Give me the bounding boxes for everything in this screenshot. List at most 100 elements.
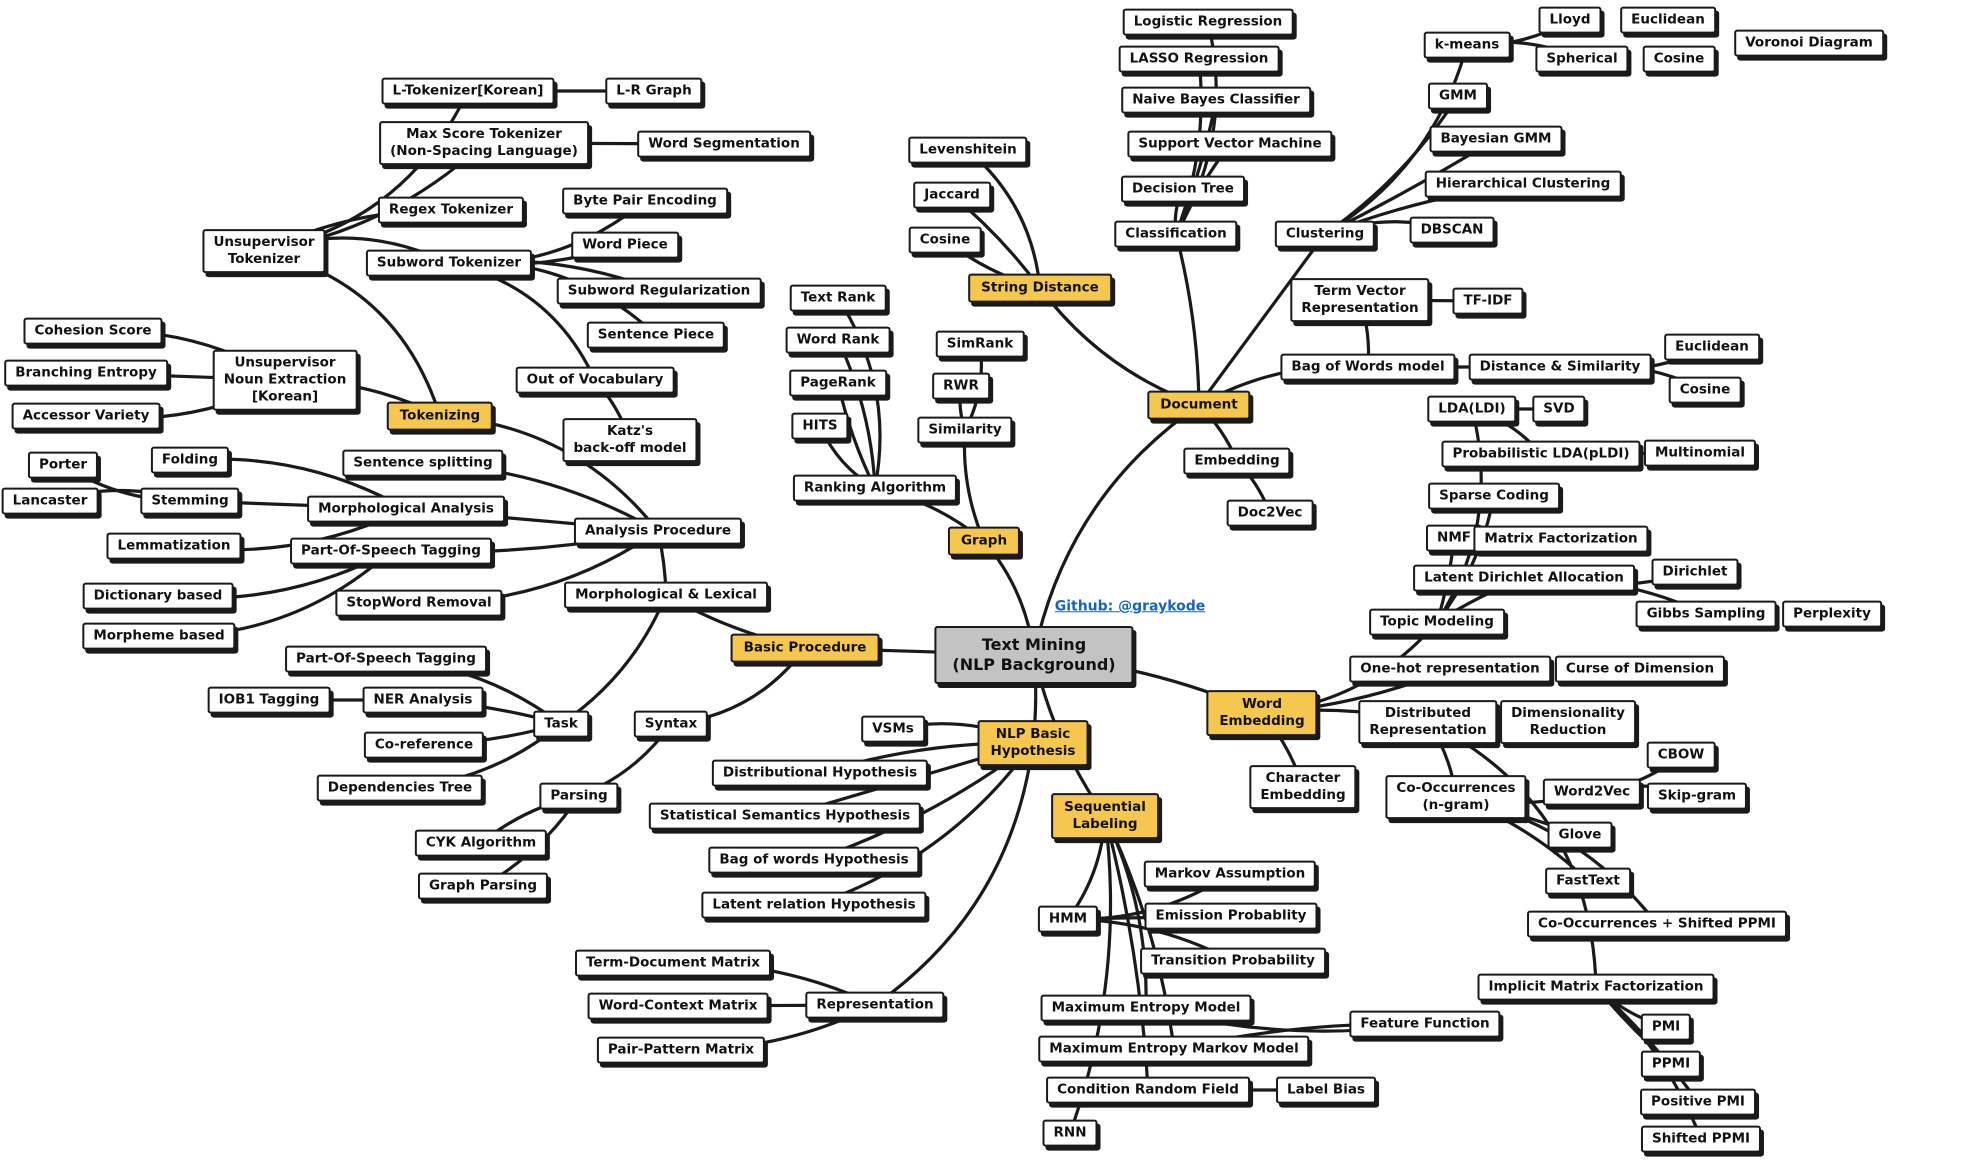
- node-dist_sim: Distance & Similarity: [1468, 353, 1652, 381]
- node-rwr: RWR: [932, 372, 990, 400]
- edge-document-classification: [1174, 232, 1201, 407]
- node-cosine_ds: Cosine: [1668, 376, 1742, 404]
- node-lemmatization: Lemmatization: [106, 532, 242, 560]
- node-nmf: NMF: [1426, 524, 1482, 552]
- node-bayes_gmm: Bayesian GMM: [1429, 125, 1563, 153]
- node-dirichlet: Dirichlet: [1651, 558, 1739, 586]
- node-iob1: IOB1 Tagging: [207, 686, 331, 714]
- node-transition: Transition Probability: [1140, 947, 1326, 975]
- node-katz: Katz's back-off model: [562, 418, 698, 462]
- node-text_rank: Text Rank: [789, 284, 887, 312]
- node-emission: Emission Probablity: [1144, 902, 1318, 930]
- node-word_rank: Word Rank: [785, 326, 891, 354]
- node-logistic: Logistic Regression: [1122, 8, 1294, 36]
- node-representation: Representation: [805, 991, 945, 1019]
- node-accessor: Accessor Variety: [11, 402, 161, 430]
- node-pos_tag2: Part-Of-Speech Tagging: [285, 645, 487, 673]
- node-task: Task: [533, 710, 589, 738]
- node-l_tokenizer: L-Tokenizer[Korean]: [381, 77, 555, 105]
- node-subword_tok: Subword Tokenizer: [365, 249, 533, 277]
- node-bow_model: Bag of Words model: [1280, 353, 1456, 381]
- node-kmeans: k-means: [1423, 31, 1511, 59]
- node-crf: Condition Random Field: [1046, 1076, 1250, 1104]
- node-syntax: Syntax: [633, 710, 709, 738]
- node-label_bias: Label Bias: [1276, 1076, 1376, 1104]
- node-pos_tag1: Part-Of-Speech Tagging: [290, 537, 492, 565]
- node-similarity: Similarity: [917, 416, 1013, 444]
- node-spherical: Spherical: [1535, 45, 1629, 73]
- node-morph_lexical: Morphological & Lexical: [564, 581, 768, 609]
- edge-nlp_basic-representation: [873, 741, 1035, 1007]
- node-memm: Maximum Entropy Markov Model: [1038, 1035, 1310, 1063]
- node-ranking_alg: Ranking Algorithm: [792, 474, 958, 502]
- node-regex_tok: Regex Tokenizer: [377, 196, 525, 224]
- edge-document-clustering: [1197, 232, 1327, 407]
- node-classification: Classification: [1114, 220, 1238, 248]
- node-perplexity: Perplexity: [1782, 600, 1882, 628]
- node-rnn: RNN: [1042, 1119, 1098, 1147]
- node-lasso: LASSO Regression: [1118, 45, 1280, 73]
- node-dist_rep: Distributed Representation: [1358, 700, 1498, 744]
- node-naive_bayes: Naive Bayes Classifier: [1121, 86, 1311, 114]
- node-matrix_fact: Matrix Factorization: [1473, 525, 1649, 553]
- node-stemming: Stemming: [140, 487, 240, 515]
- node-topic_modeling: Topic Modeling: [1369, 608, 1505, 636]
- edge-topic_modeling-lda: [1435, 407, 1483, 624]
- edge-text_mining-document: [1032, 403, 1201, 657]
- node-bpe: Byte Pair Encoding: [562, 187, 728, 215]
- node-dbscan: DBSCAN: [1409, 216, 1495, 244]
- node-doc2vec: Doc2Vec: [1226, 499, 1314, 527]
- node-glove: Glove: [1547, 821, 1613, 849]
- node-cyk: CYK Algorithm: [414, 829, 548, 857]
- node-basic_proc: Basic Procedure: [730, 633, 880, 663]
- node-document: Document: [1147, 390, 1251, 420]
- node-lloyd: Lloyd: [1538, 6, 1602, 34]
- node-oov: Out of Vocabulary: [515, 366, 675, 394]
- node-text_mining: Text Mining (NLP Background): [934, 626, 1134, 684]
- node-unsup_noun: Unsupervisor Noun Extraction [Korean]: [212, 349, 358, 411]
- node-onehot: One-hot representation: [1349, 655, 1551, 683]
- node-latent_dirichlet: Latent Dirichlet Allocation: [1413, 564, 1635, 592]
- node-subword_reg: Subword Regularization: [556, 277, 762, 305]
- node-voronoi: Voronoi Diagram: [1734, 29, 1884, 57]
- node-cosine_sd: Cosine: [908, 226, 982, 254]
- node-gibbs: Gibbs Sampling: [1635, 600, 1777, 628]
- node-feature_fn: Feature Function: [1349, 1010, 1501, 1038]
- node-word_emb: Word Embedding: [1206, 690, 1318, 736]
- node-term_doc: Term-Document Matrix: [575, 949, 771, 977]
- node-decision_tree: Decision Tree: [1121, 175, 1245, 203]
- node-term_vector: Term Vector Representation: [1290, 278, 1430, 322]
- edge-clustering-gmm: [1323, 94, 1460, 236]
- node-analysis_proc: Analysis Procedure: [573, 517, 743, 545]
- node-sparse_coding: Sparse Coding: [1428, 482, 1560, 510]
- node-hier_clust: Hierarchical Clustering: [1424, 170, 1622, 198]
- node-dep_tree: Dependencies Tree: [316, 774, 484, 802]
- node-jaccard: Jaccard: [913, 181, 991, 209]
- node-page_rank: PageRank: [789, 369, 887, 397]
- node-ppmi: PPMI: [1640, 1050, 1702, 1078]
- node-branching: Branching Entropy: [4, 359, 168, 387]
- node-simrank: SimRank: [935, 330, 1025, 358]
- node-morpheme_based: Morpheme based: [82, 622, 236, 650]
- node-skipgram: Skip-gram: [1646, 782, 1748, 810]
- node-euclid_ds: Euclidean: [1664, 333, 1760, 361]
- node-gmm: GMM: [1428, 82, 1488, 110]
- node-sentence_piece: Sentence Piece: [586, 321, 726, 349]
- node-graph_parsing: Graph Parsing: [417, 872, 549, 900]
- node-cosine_km: Cosine: [1642, 45, 1716, 73]
- node-parsing: Parsing: [539, 782, 619, 810]
- node-pmi: PMI: [1640, 1013, 1692, 1041]
- node-fasttext: FastText: [1545, 867, 1631, 895]
- node-sent_split: Sentence splitting: [342, 449, 504, 477]
- node-stat_sem: Statistical Semantics Hypothesis: [648, 802, 922, 830]
- node-cooc_ppmi: Co-Occurrences + Shifted PPMI: [1527, 910, 1787, 938]
- node-svd: SVD: [1532, 395, 1586, 423]
- github-link[interactable]: Github: @graykode: [1054, 598, 1206, 615]
- node-stopword: StopWord Removal: [335, 589, 503, 617]
- node-shifted_ppmi: Shifted PPMI: [1640, 1125, 1762, 1153]
- node-co_ref: Co-reference: [363, 731, 485, 759]
- node-char_emb: Character Embedding: [1249, 765, 1357, 809]
- node-markov: Markov Assumption: [1143, 860, 1317, 888]
- node-morph_analysis: Morphological Analysis: [307, 495, 505, 523]
